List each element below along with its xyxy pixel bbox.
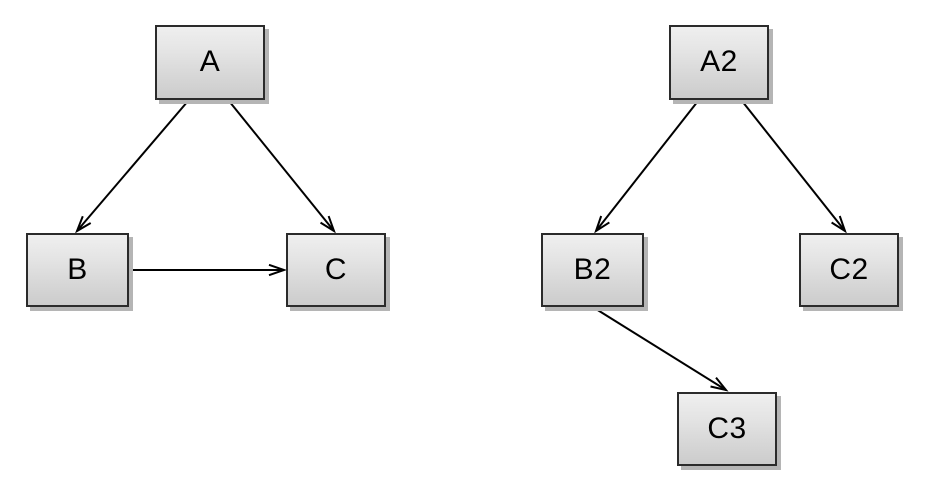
node-c2[interactable]: C2 <box>799 233 899 307</box>
edge-b-to-c[interactable] <box>131 263 288 277</box>
arrowhead-icon <box>594 215 610 234</box>
node-label: B2 <box>573 252 612 286</box>
node-label: C2 <box>829 252 869 286</box>
arrowhead-icon <box>268 263 288 277</box>
node-label: B <box>67 252 88 286</box>
node-c3[interactable]: C3 <box>677 392 777 466</box>
node-label: A <box>199 45 221 78</box>
edge-line <box>228 100 335 232</box>
edge-line <box>741 100 846 232</box>
node-a2[interactable]: A2 <box>669 25 769 100</box>
arrowhead-icon <box>320 215 336 234</box>
edge-line <box>595 100 699 232</box>
arrowhead-icon <box>710 377 729 392</box>
arrowhead-icon <box>831 215 847 234</box>
edge-a2-to-b2[interactable] <box>594 100 699 234</box>
edge-a-to-c[interactable] <box>228 100 336 234</box>
node-c[interactable]: C <box>286 233 386 307</box>
edge-a-to-b[interactable] <box>75 100 189 234</box>
arrowhead-icon <box>75 215 92 234</box>
node-label: A2 <box>700 45 738 78</box>
node-label: C3 <box>707 411 747 445</box>
edge-b2-to-c3[interactable] <box>595 308 729 392</box>
edge-line <box>595 308 727 391</box>
edge-line <box>76 100 189 232</box>
node-a[interactable]: A <box>155 25 265 100</box>
node-label: C <box>324 252 348 286</box>
node-b[interactable]: B <box>26 233 129 307</box>
node-b2[interactable]: B2 <box>541 233 644 307</box>
edge-a2-to-c2[interactable] <box>741 100 847 234</box>
